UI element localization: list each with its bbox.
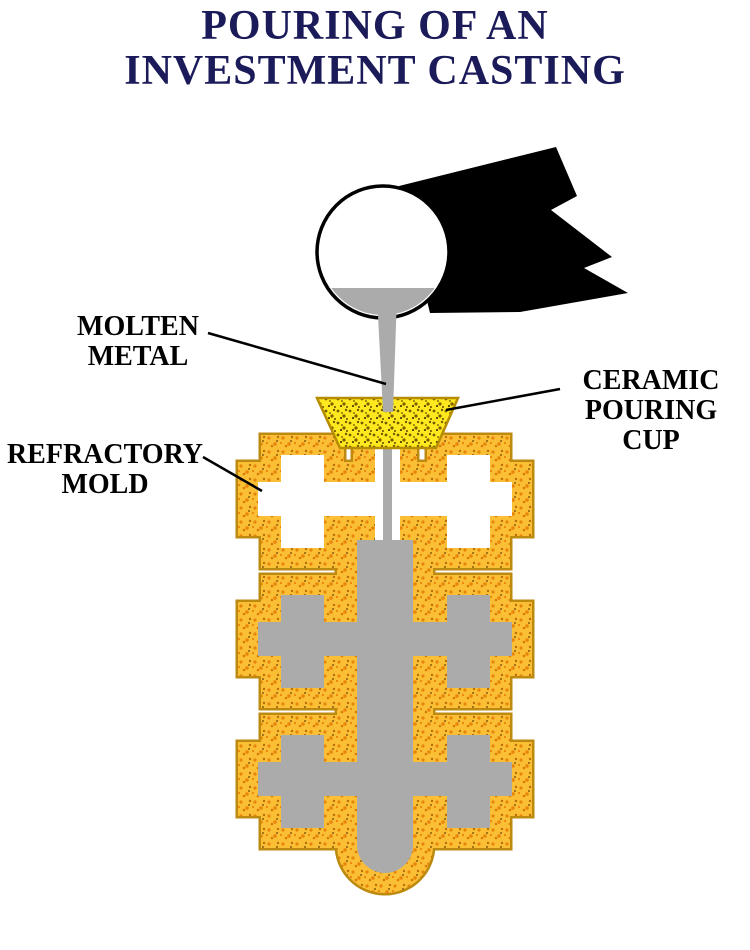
molten-metal-label-line2: METAL <box>87 341 189 373</box>
ceramic-pouring-cup-label-line2: POURING <box>584 395 718 427</box>
ladle-handle-icon <box>399 147 628 313</box>
diagram-title-line2: INVESTMENT CASTING <box>124 48 626 95</box>
refractory-mold-label: REFRACTORY MOLD <box>6 439 204 501</box>
diagram-title-line1: POURING OF AN <box>201 3 549 49</box>
molten-metal-label-line1: MOLTEN <box>77 311 199 342</box>
leader-line-ceramic-cup <box>445 387 561 412</box>
leader-line-refractory-mold <box>202 455 263 493</box>
ceramic-pouring-cup-label-line1: CERAMIC <box>582 365 720 396</box>
ceramic-pouring-cup-label: CERAMIC POURING CUP <box>565 365 737 457</box>
central-sprue-column <box>357 540 413 873</box>
refractory-mold-label-line1: REFRACTORY <box>6 439 204 470</box>
sprue-stream <box>383 448 392 560</box>
refractory-mold-label-line2: MOLD <box>61 469 149 501</box>
metal-filled-cavities <box>258 448 512 873</box>
ceramic-pouring-cup-label-line3: CUP <box>622 425 680 457</box>
ceramic-pouring-cup-shape <box>315 396 460 450</box>
molten-metal-stream <box>377 296 397 412</box>
diagram-title: POURING OF AN INVESTMENT CASTING <box>0 3 750 95</box>
molten-metal-label: MOLTEN METAL <box>40 311 236 373</box>
leader-line-molten-metal <box>207 331 387 386</box>
